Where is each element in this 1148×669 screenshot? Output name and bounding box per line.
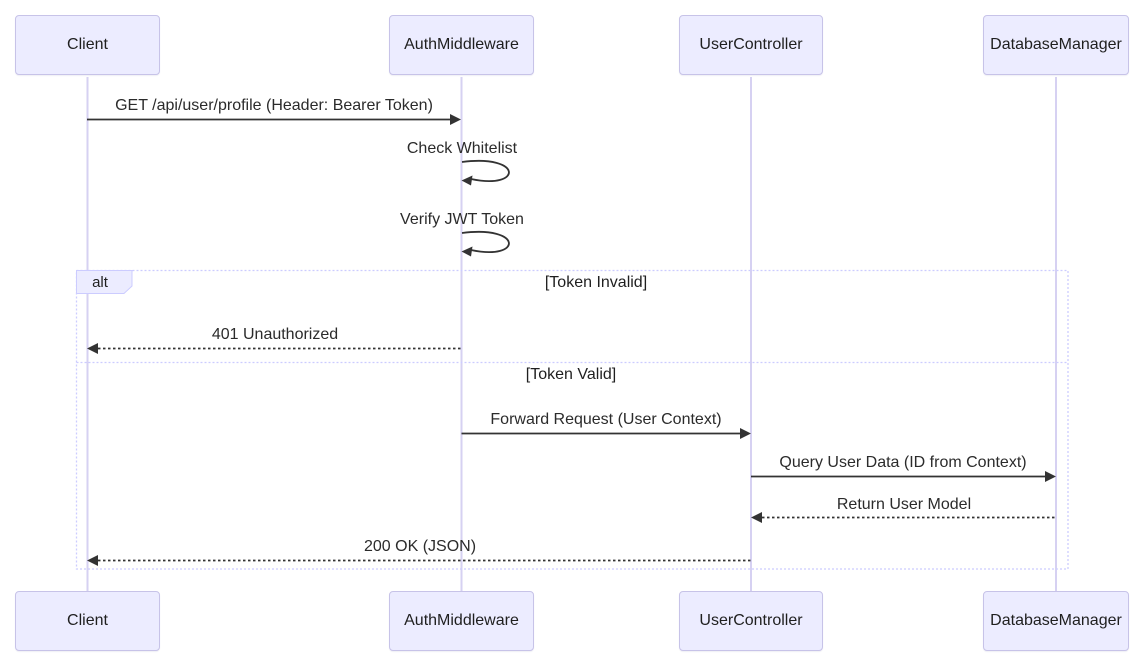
message-label-query-user-data: Query User Data (ID from Context) [779, 454, 1027, 471]
arrowhead-2 [461, 175, 473, 186]
message-label-return-model: Return User Model [836, 496, 972, 513]
message-label-get-profile: GET /api/user/profile (Header: Bearer To… [115, 97, 433, 114]
self-loop-2 [461, 230, 510, 253]
arrowhead-3 [461, 246, 473, 257]
arrowhead-7 [751, 512, 762, 523]
actor-top-client: Client [15, 15, 160, 75]
self-loop-1 [461, 159, 510, 182]
actor-label: AuthMiddleware [404, 36, 519, 53]
arrowhead-4 [87, 343, 98, 354]
message-label-200-ok: 200 OK (JSON) [363, 538, 477, 555]
alt-condition-token-valid: [Token Valid] [525, 366, 617, 383]
actor-label: DatabaseManager [990, 36, 1122, 53]
actor-bottom-database-manager: DatabaseManager [983, 591, 1129, 651]
message-label-verify-jwt: Verify JWT Token [400, 211, 524, 228]
arrowhead-5 [740, 428, 751, 439]
actor-label: UserController [699, 36, 803, 53]
actor-bottom-auth-middleware: AuthMiddleware [389, 591, 534, 651]
actor-top-database-manager: DatabaseManager [983, 15, 1129, 75]
arrowhead-1 [450, 114, 461, 125]
actor-top-auth-middleware: AuthMiddleware [389, 15, 534, 75]
actor-label: Client [67, 612, 108, 629]
arrowhead-6 [1045, 471, 1056, 482]
alt-frame [75, 269, 1069, 570]
actor-label: UserController [699, 612, 803, 629]
message-label-check-whitelist: Check Whitelist [406, 140, 518, 157]
alt-operator-box [76, 270, 133, 294]
actor-label: DatabaseManager [990, 612, 1122, 629]
actor-label: Client [67, 36, 108, 53]
alt-operator-label: alt [92, 274, 108, 291]
actor-bottom-client: Client [15, 591, 160, 651]
message-label-forward-request: Forward Request (User Context) [490, 411, 722, 428]
actor-label: AuthMiddleware [404, 612, 519, 629]
arrowhead-8 [87, 555, 98, 566]
message-label-401: 401 Unauthorized [211, 326, 339, 343]
alt-condition-token-invalid: [Token Invalid] [544, 274, 648, 291]
actor-top-user-controller: UserController [679, 15, 823, 75]
actor-bottom-user-controller: UserController [679, 591, 823, 651]
